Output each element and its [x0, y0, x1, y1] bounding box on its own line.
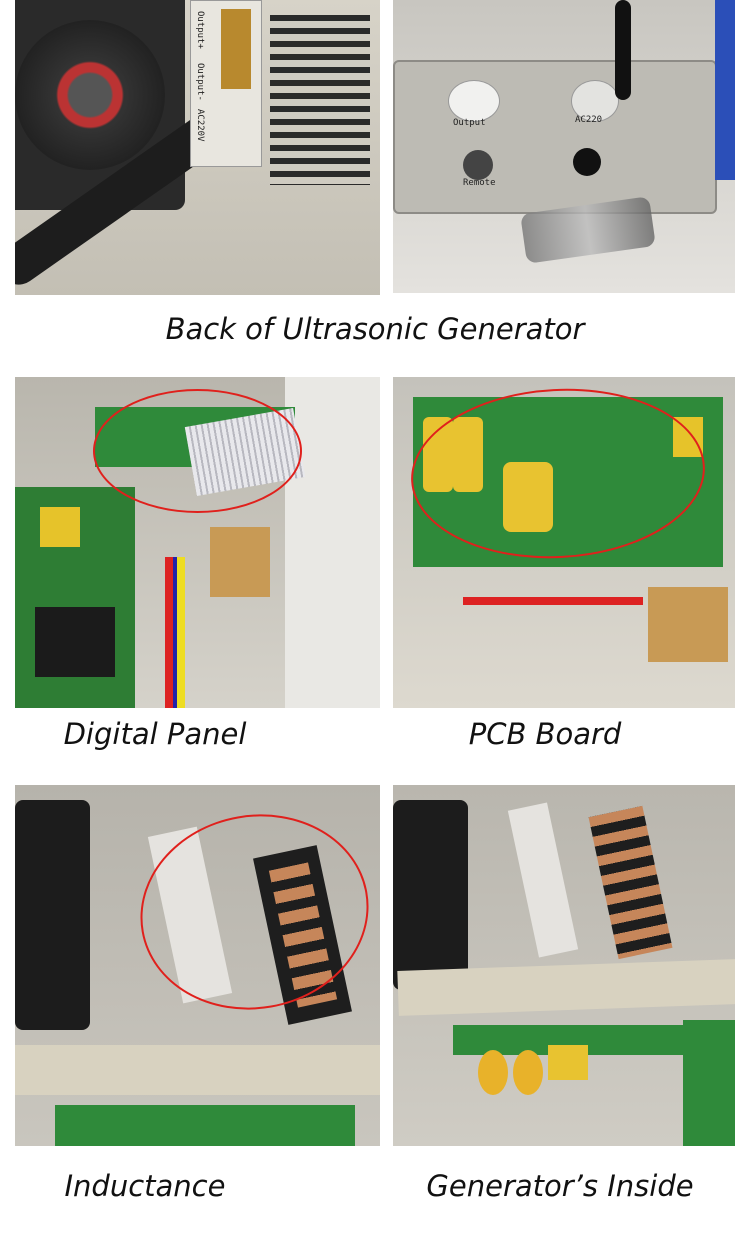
caption-pcb-board: PCB Board [468, 717, 622, 751]
caption-digital-panel: Digital Panel [63, 717, 247, 751]
fan [15, 800, 90, 1030]
label-ac220: AC220 [575, 115, 603, 125]
caption-back-of-generator: Back of Ultrasonic Generator [165, 312, 585, 346]
label-remote: Remote [463, 178, 496, 188]
caption-inductance: Inductance [64, 1169, 226, 1203]
photo-back-connectors: Output AC220 Remote [393, 0, 735, 293]
highlight-ellipse [93, 389, 302, 513]
label-output-plus: Output+ [195, 11, 205, 49]
fan [15, 0, 185, 210]
vent-slots [270, 15, 370, 185]
caption-generators-inside: Generator’s Inside [426, 1169, 694, 1203]
label-output: Output [453, 118, 486, 128]
photo-generator-inside [393, 785, 735, 1146]
photo-digital-panel [15, 377, 380, 708]
photo-inductance [15, 785, 380, 1146]
label-output-minus: Output- [195, 63, 205, 101]
label-ac220v: AC220V [195, 109, 205, 142]
photo-back-panel-fan: Output+ Output- AC220V [15, 0, 380, 295]
photo-pcb-board [393, 377, 735, 708]
terminal-block: Output+ Output- AC220V [190, 0, 262, 167]
